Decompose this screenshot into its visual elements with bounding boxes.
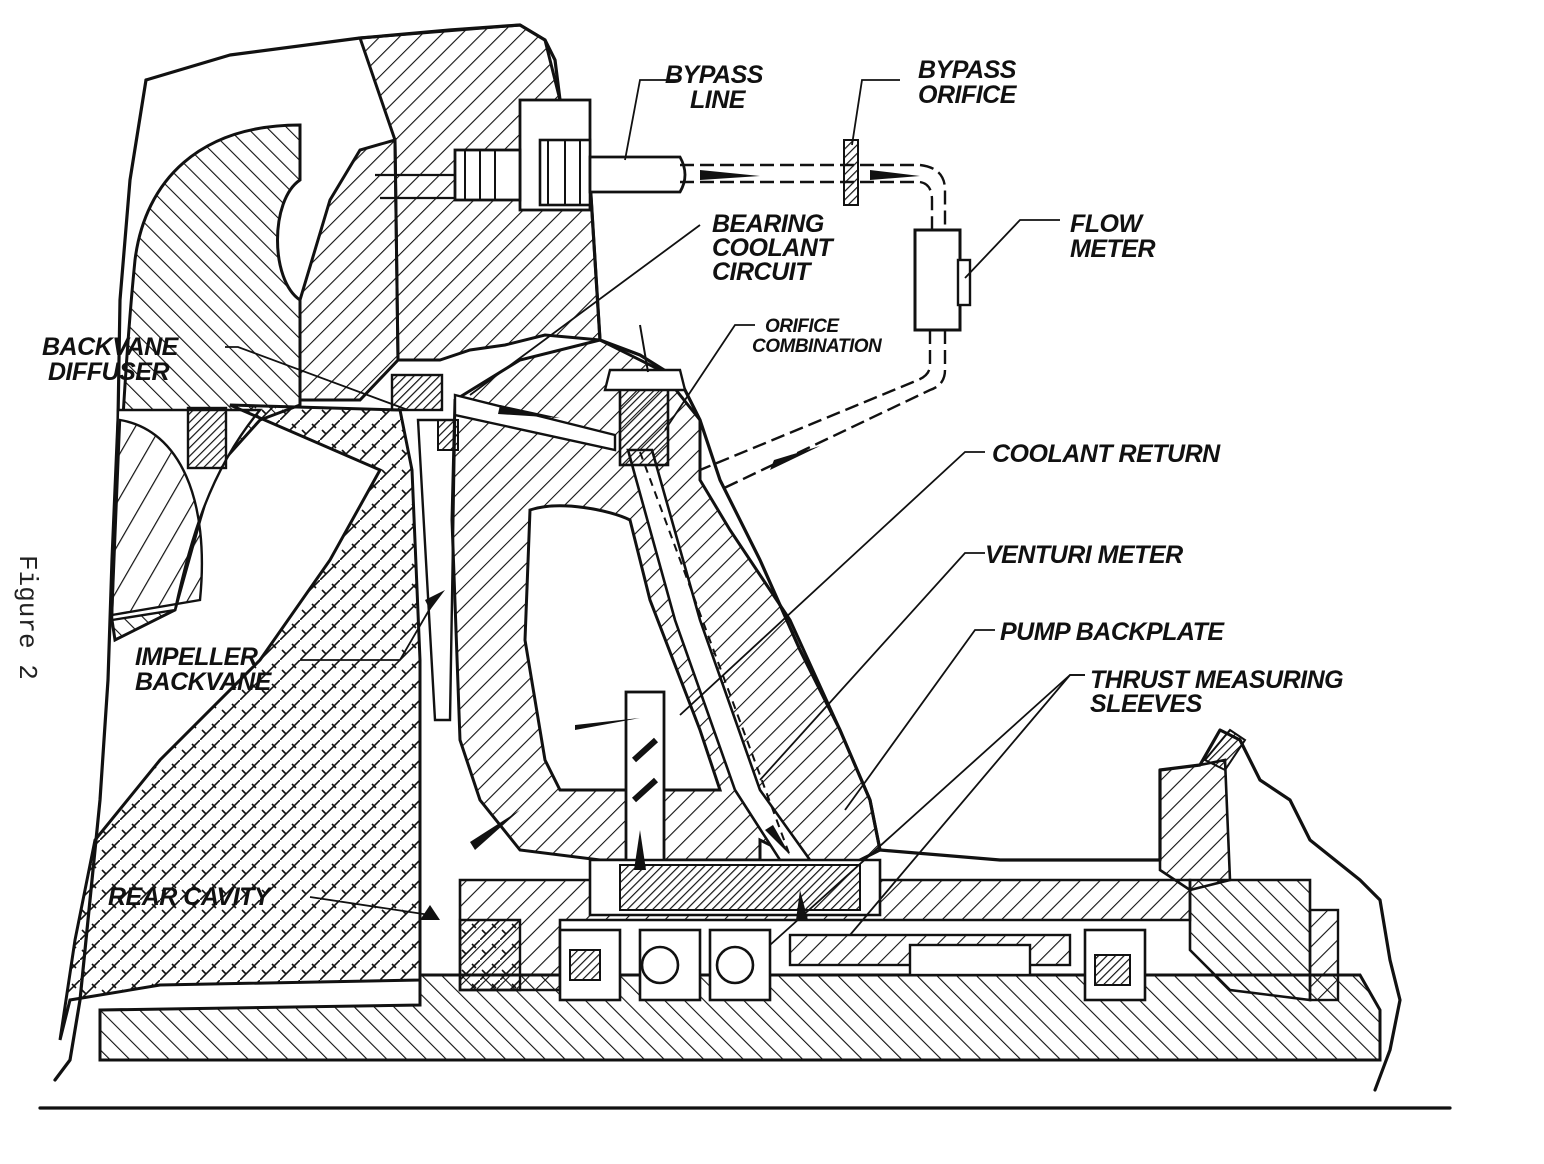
label-orifice-combination: ORIFICE COMBINATION	[752, 316, 883, 357]
internal-passage	[453, 393, 617, 452]
label-flow-meter: FLOW METER	[1070, 210, 1155, 263]
label-venturi-meter: VENTURI METER	[985, 541, 1183, 569]
leader-lines	[225, 79, 1085, 946]
label-impeller-backvane: IMPELLER BACKVANE	[135, 643, 273, 696]
label-pump-backplate: PUMP BACKPLATE	[1000, 618, 1225, 646]
label-bypass-orifice: BYPASS ORIFICE	[918, 56, 1022, 109]
label-backvane-diffuser: BACKVANE DIFFUSER	[42, 333, 184, 386]
label-thrust-measuring-sleeves: THRUST MEASURING SLEEVES	[1090, 666, 1350, 718]
label-bypass-line: BYPASS LINE	[665, 61, 769, 114]
figure-caption: Figure 2	[12, 555, 42, 680]
shaft-assembly	[98, 858, 1382, 1062]
volute-casting	[110, 123, 302, 643]
diagram-labels: BYPASS LINE BYPASS ORIFICE BEARING COOLA…	[42, 56, 1350, 911]
flow-meter	[699, 228, 972, 492]
bypass-line	[588, 139, 947, 230]
end-housing	[1158, 728, 1340, 1002]
venturi-meter-tube	[624, 690, 666, 869]
label-coolant-return: COOLANT RETURN	[992, 440, 1221, 468]
bypass-fittings	[375, 98, 592, 212]
label-rear-cavity: REAR CAVITY	[108, 883, 273, 911]
housing-casting	[298, 23, 602, 402]
pump-backplate	[450, 338, 882, 872]
label-bearing-coolant-circuit: BEARING COOLANT CIRCUIT	[712, 210, 839, 286]
